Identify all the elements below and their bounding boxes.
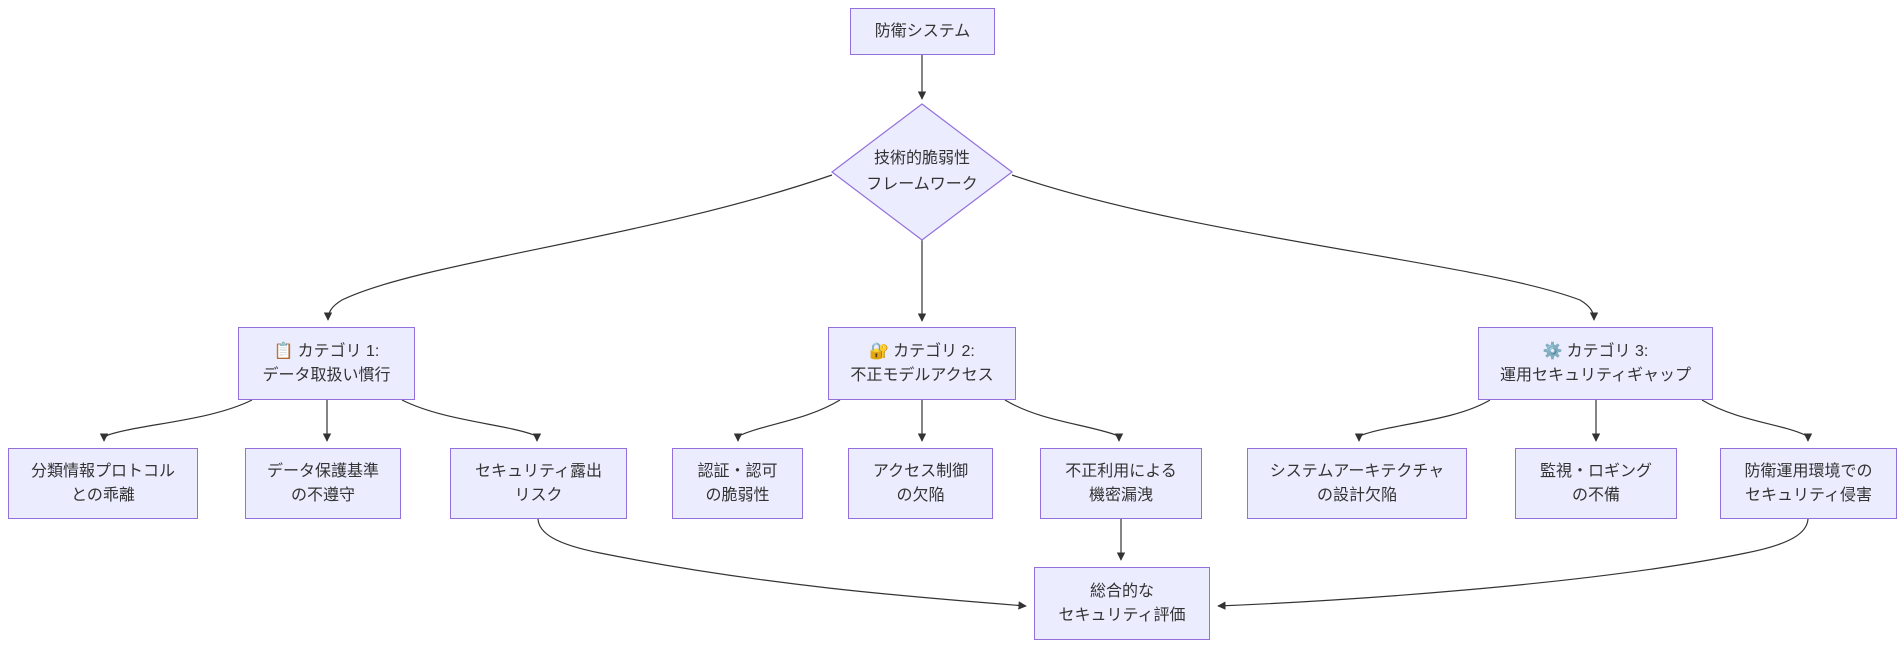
node-label-line1: データ保護基準 xyxy=(266,462,379,480)
node-technical-vulnerability-framework: 技術的脆弱性 フレームワーク xyxy=(832,104,1012,240)
node-category3-operational-security-gap: ⚙️カテゴリ 3: 運用セキュリティギャップ xyxy=(1478,327,1713,400)
node-defense-system: 防衛システム xyxy=(850,8,995,55)
node-label-line1: システムアーキテクチャ xyxy=(1269,462,1445,480)
node-label-line1: 監視・ロギング xyxy=(1539,462,1652,480)
node-label-line2: の設計欠陥 xyxy=(1316,486,1397,504)
node-label-line2: セキュリティ侵害 xyxy=(1744,486,1873,504)
node-label-line1: 🔐カテゴリ 2: xyxy=(869,340,975,364)
node-label-line1: 防衛運用環境での xyxy=(1744,462,1873,480)
node-label-line2: の不遵守 xyxy=(290,486,355,504)
node-label-line1: 技術的脆弱性 xyxy=(873,150,970,167)
edge-cat2-to-leaf6 xyxy=(1004,399,1124,442)
edge-framework-to-cat1 xyxy=(323,174,833,321)
edge-framework-to-cat3 xyxy=(1011,174,1599,321)
node-label-line2: データ取扱い慣行 xyxy=(262,366,391,384)
edge-leaf9-to-final xyxy=(1217,518,1809,610)
category2-title: カテゴリ 2: xyxy=(893,342,975,360)
node-label-line1: 📋カテゴリ 1: xyxy=(274,340,380,364)
node-monitoring-logging-deficiency: 監視・ロギング の不備 xyxy=(1515,448,1677,519)
node-overall-security-assessment: 総合的な セキュリティ評価 xyxy=(1034,567,1210,640)
decision-diamond-shape xyxy=(831,103,1013,241)
node-category2-unauthorized-model-access: 🔐カテゴリ 2: 不正モデルアクセス xyxy=(828,327,1016,400)
edge-leaf3-to-final xyxy=(537,518,1027,610)
node-misuse-confidential-leak: 不正利用による 機密漏洩 xyxy=(1040,448,1202,519)
node-label-line1: 総合的な xyxy=(1089,582,1154,600)
node-label-line2: の脆弱性 xyxy=(705,486,770,504)
edge-cat1-to-leaf3 xyxy=(401,399,542,442)
node-access-control-flaw: アクセス制御 の欠陥 xyxy=(848,448,993,519)
node-label-line2: リスク xyxy=(514,486,563,504)
node-authn-authz-vulnerability: 認証・認可 の脆弱性 xyxy=(672,448,803,519)
category1-title: カテゴリ 1: xyxy=(297,342,380,360)
edge-cat1-to-leaf1 xyxy=(99,399,253,442)
node-classified-info-protocol-deviation: 分類情報プロトコル との乖離 xyxy=(8,448,198,519)
node-label-line2: セキュリティ評価 xyxy=(1058,606,1186,624)
node-label-line1: ⚙️カテゴリ 3: xyxy=(1543,340,1649,364)
node-label-line1: アクセス制御 xyxy=(872,462,969,480)
node-security-exposure-risk: セキュリティ露出 リスク xyxy=(450,448,627,519)
node-label-line1: 不正利用による xyxy=(1065,462,1177,480)
clipboard-icon: 📋 xyxy=(273,342,294,360)
node-label-line2: の不備 xyxy=(1571,486,1620,504)
edge-cat2-to-leaf4 xyxy=(733,399,841,442)
node-defense-ops-environment-breach: 防衛運用環境での セキュリティ侵害 xyxy=(1720,448,1897,519)
edge-cat3-to-leaf7 xyxy=(1354,399,1491,442)
node-label-line2: 不正モデルアクセス xyxy=(850,366,994,384)
category3-title: カテゴリ 3: xyxy=(1566,342,1649,360)
node-label-line2: との乖離 xyxy=(71,486,135,504)
lock-with-key-icon: 🔐 xyxy=(869,342,890,360)
node-label-line2: 機密漏洩 xyxy=(1088,486,1153,504)
node-label-line1: 認証・認可 xyxy=(697,462,778,480)
node-label-line1: 分類情報プロトコル xyxy=(30,462,175,480)
edge-cat3-to-leaf9 xyxy=(1701,399,1813,442)
node-label: 防衛システム xyxy=(874,22,971,40)
node-label-line2: 運用セキュリティギャップ xyxy=(1499,366,1692,384)
node-data-protection-noncompliance: データ保護基準 の不遵守 xyxy=(245,448,401,519)
node-label-line1: セキュリティ露出 xyxy=(474,462,603,480)
node-category1-data-handling: 📋カテゴリ 1: データ取扱い慣行 xyxy=(238,327,415,400)
node-label-line2: の欠陥 xyxy=(896,486,945,504)
node-label-line2: フレームワーク xyxy=(866,176,978,193)
gear-icon: ⚙️ xyxy=(1542,342,1563,360)
node-system-architecture-design-flaw: システムアーキテクチャ の設計欠陥 xyxy=(1247,448,1467,519)
